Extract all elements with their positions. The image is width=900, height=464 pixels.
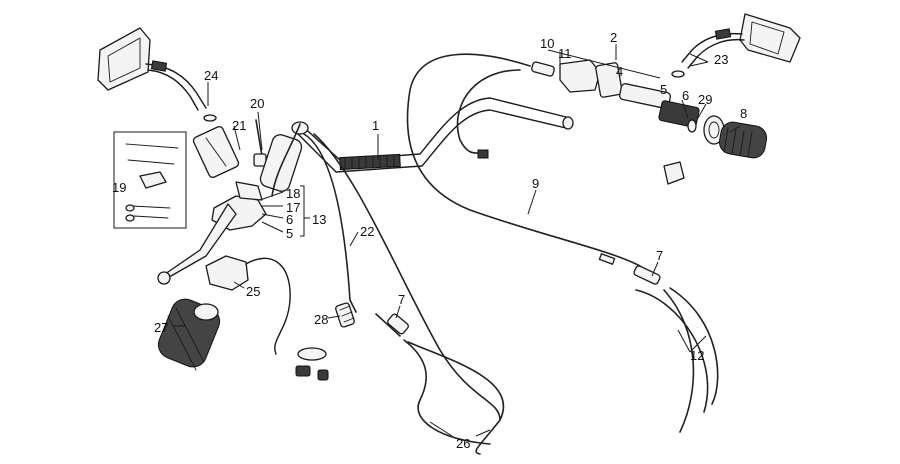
callout-5-left: 5 xyxy=(286,226,293,241)
callout-7-right: 7 xyxy=(656,248,663,263)
callout-25: 25 xyxy=(246,284,260,299)
callout-26: 26 xyxy=(456,436,470,451)
callout-18: 18 xyxy=(286,186,300,201)
cable-7-right xyxy=(633,265,719,433)
callout-20: 20 xyxy=(250,96,264,111)
left-mirror xyxy=(97,27,217,122)
adjuster-28 xyxy=(335,302,355,328)
callout-17: 17 xyxy=(286,200,300,215)
callout-11: 11 xyxy=(558,46,572,61)
right-mirror xyxy=(671,13,801,78)
callout-5: 5 xyxy=(660,82,667,97)
throttle-cable-9 xyxy=(406,53,641,267)
callout-21: 21 xyxy=(232,118,246,133)
callout-7-left: 7 xyxy=(398,292,405,307)
callout-8: 8 xyxy=(740,106,747,121)
callout-22: 22 xyxy=(360,224,374,239)
callout-6-left: 6 xyxy=(286,212,293,227)
callout-19: 19 xyxy=(112,180,126,195)
callout-labels: 1 2 4 5 6 29 8 10 11 23 24 20 21 19 18 1… xyxy=(112,30,747,451)
handlebar xyxy=(291,97,574,173)
callout-9: 9 xyxy=(532,176,539,191)
callout-2: 2 xyxy=(610,30,617,45)
left-switch-25 xyxy=(205,255,329,381)
callout-29: 29 xyxy=(698,92,712,107)
callout-28: 28 xyxy=(314,312,328,327)
callout-6: 6 xyxy=(682,88,689,103)
callout-4: 4 xyxy=(616,64,623,79)
callout-10: 10 xyxy=(540,36,554,51)
callout-24: 24 xyxy=(204,68,218,83)
callout-12: 12 xyxy=(690,348,704,363)
clutch-lever-assembly xyxy=(113,125,267,285)
cable-7-left xyxy=(375,313,505,455)
callout-27: 27 xyxy=(154,320,168,335)
choke-cable-22 xyxy=(303,133,501,421)
leader-lines xyxy=(174,44,741,437)
callout-23: 23 xyxy=(714,52,728,67)
left-grip-27 xyxy=(157,298,221,371)
callout-13: 13 xyxy=(312,212,326,227)
cable-20-21 xyxy=(253,119,303,197)
callout-1: 1 xyxy=(372,118,379,133)
